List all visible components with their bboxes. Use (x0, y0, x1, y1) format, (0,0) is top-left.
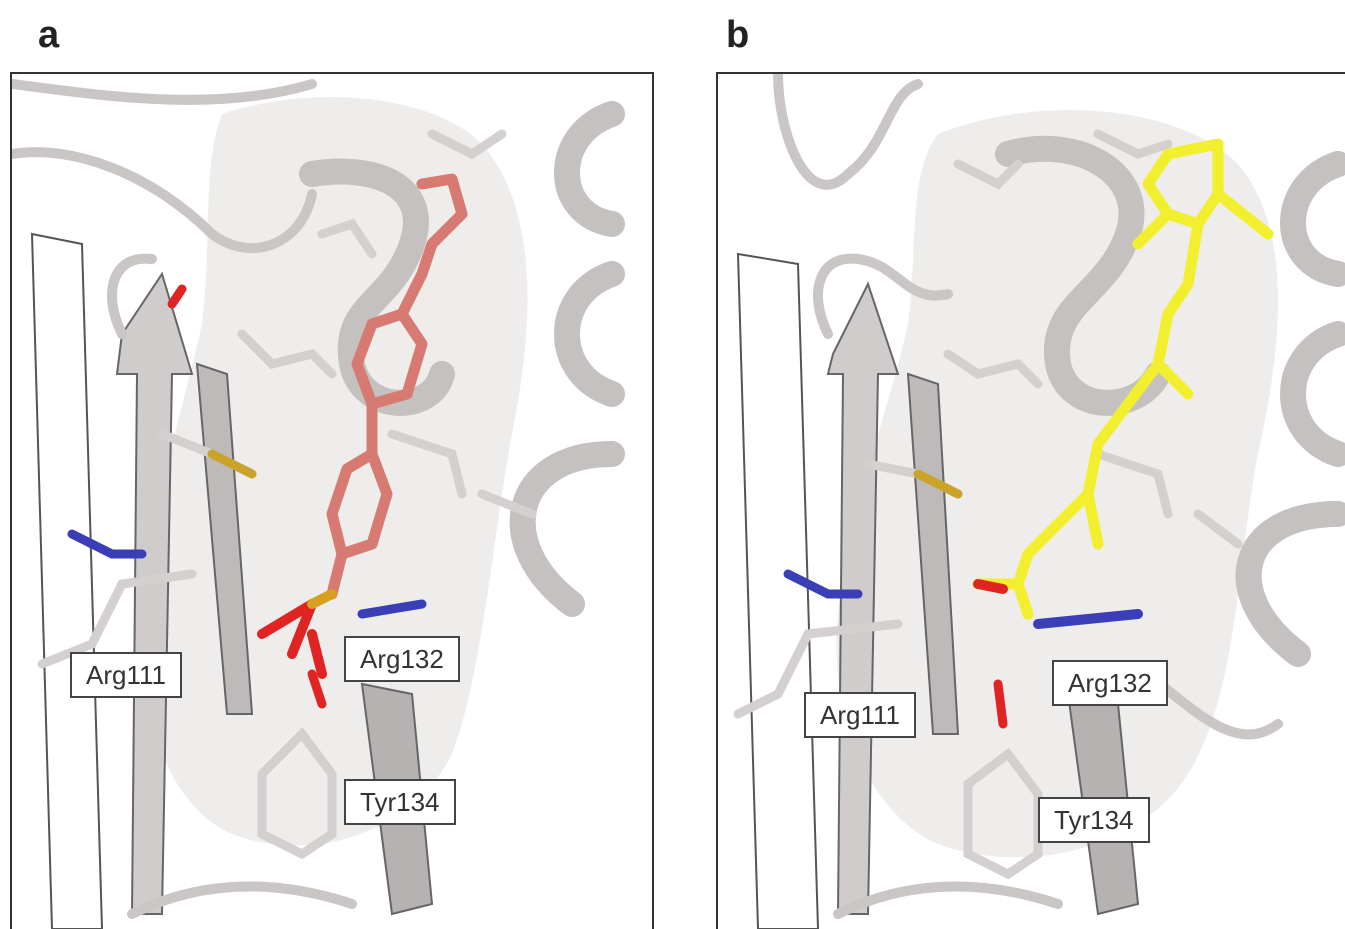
pocket-surface (140, 97, 527, 845)
helix-right (523, 114, 612, 604)
beta-strand-left (32, 234, 102, 929)
pocket-surface (836, 110, 1278, 857)
label-arg111: Arg111 (70, 652, 182, 698)
label-arg132: Arg132 (1052, 660, 1168, 706)
panel-b: Arg111 Arg132 Tyr134 (716, 72, 1345, 929)
panel-a: Arg111 Arg132 Tyr134 (10, 72, 654, 929)
label-tyr134: Tyr134 (1038, 797, 1150, 843)
panel-b-letter: b (726, 16, 749, 54)
oxygen-stick-tyr (998, 684, 1003, 724)
label-arg111: Arg111 (804, 692, 916, 738)
panel-b-structure (718, 74, 1345, 929)
beta-strand-left (738, 254, 818, 929)
oxygen-stick-top (172, 289, 182, 304)
panel-a-letter: a (38, 16, 59, 54)
panel-a-structure (12, 74, 652, 929)
carboxyl-oxygen (978, 584, 1003, 589)
label-tyr134: Tyr134 (344, 779, 456, 825)
label-arg132: Arg132 (344, 636, 460, 682)
